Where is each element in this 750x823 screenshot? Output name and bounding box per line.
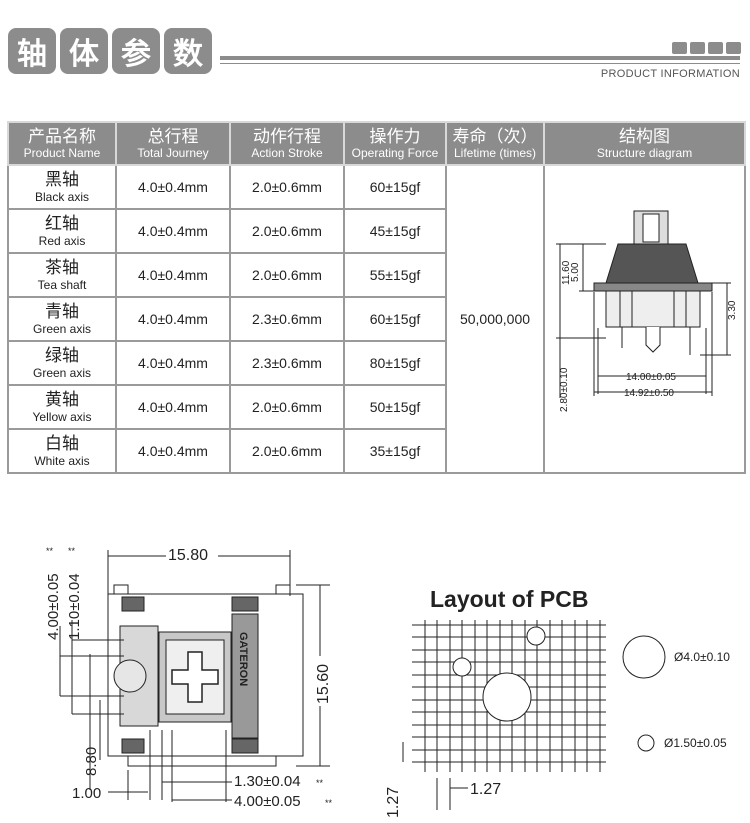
dim-height: 15.60	[315, 664, 332, 704]
dim-left-c: 8.80	[83, 747, 100, 776]
deco-block	[726, 42, 741, 54]
corner-clip	[121, 596, 145, 612]
pitch-x-label: 1.27	[470, 781, 501, 798]
deco-block	[708, 42, 723, 54]
total-cell: 4.0±0.4mm	[115, 384, 231, 430]
force-cell: 80±15gf	[343, 340, 447, 386]
dim-inner-width: 14.00±0.05	[626, 372, 676, 383]
hole-legend-small	[637, 734, 655, 752]
pcb-title: Layout of PCB	[430, 586, 588, 612]
dim-base: 2.80±0.10	[559, 367, 570, 412]
page-title: 轴 体 参 数	[8, 28, 212, 74]
dim-width: 15.80	[168, 547, 208, 564]
corner-clip	[231, 596, 259, 612]
action-cell: 2.0±0.6mm	[229, 428, 345, 474]
led-hole	[113, 659, 147, 693]
corner-clip	[231, 738, 259, 754]
deco-block	[672, 42, 687, 54]
dim-outer-width: 14.92±0.50	[624, 388, 674, 399]
lifetime-cell: 50,000,000	[445, 164, 545, 474]
hole-large-label: Ø4.0±0.10	[674, 650, 730, 664]
marks: **	[316, 778, 324, 788]
total-cell: 4.0±0.4mm	[115, 296, 231, 342]
center-post	[645, 327, 661, 353]
marks: **	[325, 798, 333, 808]
title-char: 轴	[8, 28, 56, 74]
brand-strip	[231, 613, 259, 739]
total-cell: 4.0±0.4mm	[115, 428, 231, 474]
title-char: 数	[164, 28, 212, 74]
header-decoration	[672, 42, 741, 54]
total-cell: 4.0±0.4mm	[115, 252, 231, 298]
dim-bottom-c: 1.00	[72, 785, 101, 802]
dim-bottom-b: 4.00±0.05	[234, 793, 301, 810]
pitch-y-label: 1.27	[385, 787, 402, 818]
dim-left-a: 4.00±0.05	[45, 573, 62, 640]
header-subtitle: PRODUCT INFORMATION	[600, 68, 740, 80]
force-cell: 60±15gf	[343, 164, 447, 210]
stem-slot	[642, 213, 660, 243]
force-cell: 35±15gf	[343, 428, 447, 474]
title-char: 体	[60, 28, 108, 74]
housing-bottom	[605, 290, 701, 328]
dim-pin: 3.30	[727, 300, 738, 320]
action-cell: 2.0±0.6mm	[229, 252, 345, 298]
hole-legend-large	[622, 635, 666, 679]
cross-stem	[171, 651, 219, 703]
action-cell: 2.3±0.6mm	[229, 296, 345, 342]
total-cell: 4.0±0.4mm	[115, 208, 231, 254]
force-cell: 50±15gf	[343, 384, 447, 430]
corner-clip	[121, 738, 145, 754]
dim-left-b: 1.10±0.04	[66, 573, 83, 640]
brand-label: GATERON	[237, 632, 249, 686]
dim-height: 11.60	[561, 260, 572, 285]
total-cell: 4.0±0.4mm	[115, 164, 231, 210]
dim-bottom-a: 1.30±0.04	[234, 773, 301, 790]
force-cell: 45±15gf	[343, 208, 447, 254]
action-cell: 2.3±0.6mm	[229, 340, 345, 386]
marks: **	[68, 546, 76, 556]
col-header-lifetime: 寿命（次）Lifetime (times)	[445, 121, 545, 166]
header-rule	[220, 56, 740, 60]
force-cell: 55±15gf	[343, 252, 447, 298]
action-cell: 2.0±0.6mm	[229, 164, 345, 210]
action-cell: 2.0±0.6mm	[229, 384, 345, 430]
marks: **	[46, 546, 54, 556]
header-rule-thin	[220, 63, 740, 64]
title-char: 参	[112, 28, 160, 74]
total-cell: 4.0±0.4mm	[115, 340, 231, 386]
dim-stem: 5.00	[570, 262, 581, 282]
force-cell: 60±15gf	[343, 296, 447, 342]
action-cell: 2.0±0.6mm	[229, 208, 345, 254]
pcb-hole-center	[482, 672, 532, 722]
pcb-hole-small	[452, 657, 472, 677]
pcb-hole-small	[526, 626, 546, 646]
hole-small-label: Ø1.50±0.05	[664, 736, 727, 750]
deco-block	[690, 42, 705, 54]
